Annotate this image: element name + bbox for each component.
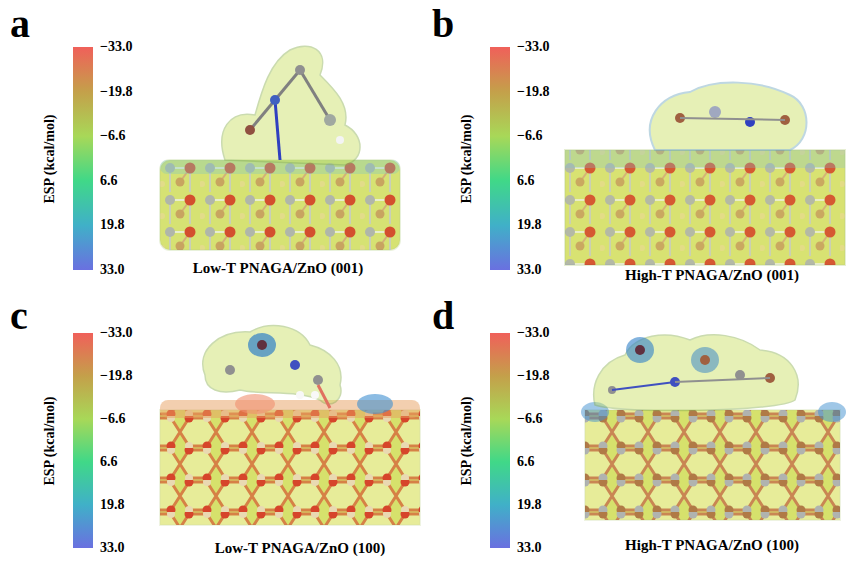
tick-label: −6.6 bbox=[100, 129, 125, 143]
zno-slab-part bbox=[160, 160, 400, 250]
pnaga-molecule-part bbox=[290, 360, 300, 370]
tick-label: −6.6 bbox=[100, 412, 125, 426]
zno-slab-part bbox=[565, 150, 845, 265]
zno-slab-part bbox=[565, 150, 845, 265]
pnaga-molecule-part bbox=[680, 118, 785, 120]
panel-caption: Low-T PNAGA/ZnO (001) bbox=[193, 261, 364, 276]
tick-label: 33.0 bbox=[100, 541, 125, 555]
panel-letter: d bbox=[432, 296, 454, 336]
pnaga-molecule bbox=[594, 335, 798, 411]
pnaga-molecule-part bbox=[313, 375, 323, 385]
tick-label: 19.8 bbox=[517, 218, 542, 232]
panel-caption: Low-T PNAGA/ZnO (100) bbox=[215, 541, 386, 556]
pnaga-molecule-part bbox=[275, 70, 300, 100]
axis-title: ESP (kcal/mol) bbox=[43, 114, 57, 203]
color-bar bbox=[73, 47, 510, 548]
panel-letter: a bbox=[10, 4, 30, 44]
pnaga-molecule-part bbox=[700, 355, 710, 365]
panel-letter: c bbox=[10, 296, 28, 336]
color-bar-part bbox=[490, 47, 510, 270]
tick-label: −33.0 bbox=[100, 40, 132, 54]
pnaga-molecule bbox=[650, 83, 807, 150]
zno-slab-part bbox=[585, 410, 840, 520]
pnaga-molecule-part bbox=[311, 391, 319, 399]
pnaga-molecule-part bbox=[635, 345, 645, 355]
axis-title: ESP (kcal/mol) bbox=[460, 114, 474, 203]
pnaga-molecule-part bbox=[225, 365, 235, 375]
zno-slab-part bbox=[357, 394, 393, 414]
pnaga-molecule-part bbox=[296, 391, 304, 399]
panel-letter: b bbox=[432, 4, 454, 44]
tick-label: 6.6 bbox=[517, 174, 535, 188]
tick-label: −33.0 bbox=[100, 326, 132, 340]
pnaga-molecule-part bbox=[318, 385, 330, 408]
panel-caption: High-T PNAGA/ZnO (001) bbox=[625, 268, 799, 283]
tick-label: 19.8 bbox=[100, 498, 125, 512]
pnaga-molecule-part bbox=[626, 337, 654, 363]
tick-label: 33.0 bbox=[517, 263, 542, 277]
pnaga-molecule-part bbox=[691, 347, 719, 373]
color-bar-part bbox=[490, 333, 510, 548]
zno-slab bbox=[160, 394, 420, 525]
zno-slab-part bbox=[565, 150, 845, 168]
zno-slab-part bbox=[160, 410, 420, 525]
zno-slab-part bbox=[585, 410, 840, 520]
tick-label: −19.8 bbox=[517, 369, 549, 383]
pnaga-molecule-part bbox=[270, 95, 280, 105]
tick-label: 33.0 bbox=[100, 263, 125, 277]
tick-label: 6.6 bbox=[517, 455, 535, 469]
tick-label: 33.0 bbox=[517, 541, 542, 555]
pnaga-molecule-part bbox=[250, 100, 275, 130]
pnaga-molecule-part bbox=[336, 136, 344, 144]
tick-label: −33.0 bbox=[517, 326, 549, 340]
color-bar-part bbox=[73, 333, 93, 548]
tick-label: −33.0 bbox=[517, 40, 549, 54]
zno-slab bbox=[565, 150, 845, 265]
panel-caption: High-T PNAGA/ZnO (100) bbox=[625, 538, 799, 553]
tick-label: 6.6 bbox=[100, 174, 118, 188]
pnaga-molecule-part bbox=[222, 46, 360, 165]
pnaga-molecule-part bbox=[675, 378, 770, 382]
zno-slab-part bbox=[235, 394, 275, 414]
tick-label: −6.6 bbox=[517, 412, 542, 426]
pnaga-molecule-part bbox=[300, 70, 330, 120]
tick-label: 19.8 bbox=[100, 218, 125, 232]
zno-slab-part bbox=[160, 410, 420, 525]
pnaga-molecule-part bbox=[709, 106, 721, 118]
pnaga-molecule-part bbox=[612, 382, 675, 390]
tick-label: −19.8 bbox=[100, 85, 132, 99]
tick-label: −19.8 bbox=[100, 369, 132, 383]
pnaga-molecule bbox=[222, 46, 360, 165]
tick-label: −19.8 bbox=[517, 85, 549, 99]
pnaga-molecule bbox=[203, 326, 341, 408]
pnaga-molecule-part bbox=[275, 100, 280, 160]
zno-slab bbox=[160, 160, 400, 250]
zno-slab-part bbox=[160, 160, 400, 250]
tick-label: −6.6 bbox=[517, 129, 542, 143]
pnaga-molecule-part bbox=[324, 114, 336, 126]
pnaga-molecule-part bbox=[650, 83, 807, 150]
axis-title: ESP (kcal/mol) bbox=[460, 396, 474, 485]
pnaga-molecule-part bbox=[257, 340, 267, 350]
zno-slab bbox=[581, 402, 846, 520]
pnaga-molecule-part bbox=[248, 333, 276, 357]
pnaga-molecule-part bbox=[295, 65, 305, 75]
zno-slab-part bbox=[818, 402, 846, 422]
tick-label: 6.6 bbox=[100, 455, 118, 469]
pnaga-molecule-part bbox=[594, 335, 798, 411]
pnaga-molecule-part bbox=[245, 125, 255, 135]
tick-label: 19.8 bbox=[517, 498, 542, 512]
color-bar-part bbox=[73, 47, 93, 270]
axis-title: ESP (kcal/mol) bbox=[43, 396, 57, 485]
